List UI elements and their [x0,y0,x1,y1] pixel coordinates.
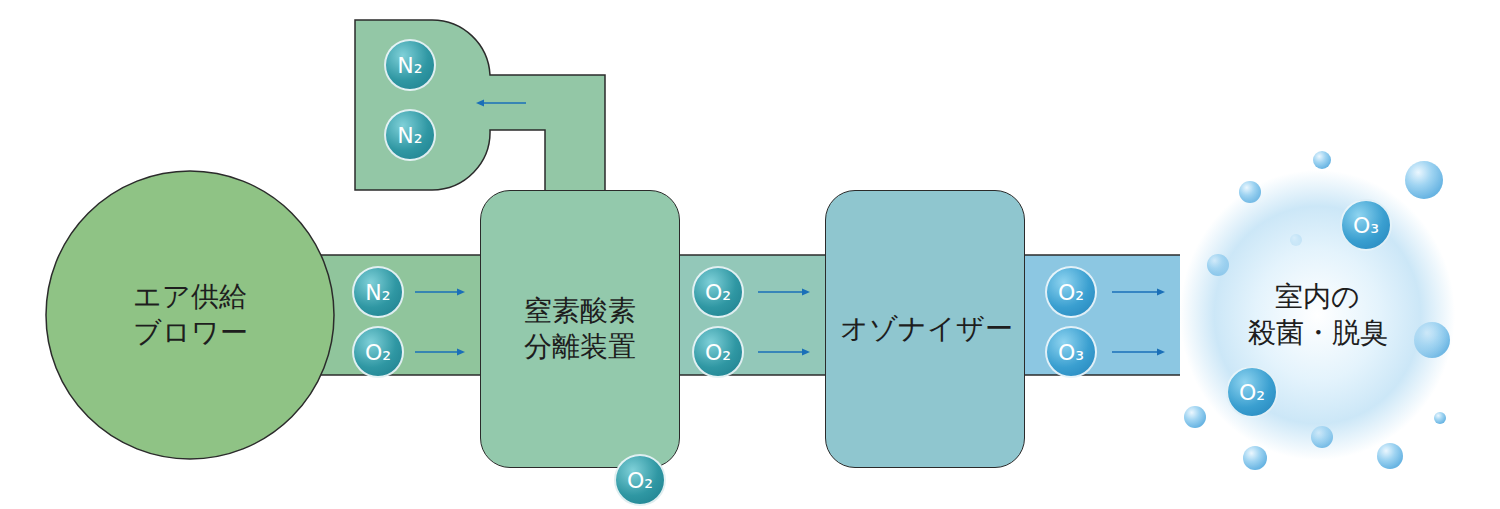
node-label: 室内の 殺菌・脱臭 [1233,279,1403,352]
molecule-bubble: O₃ [1340,199,1392,251]
molecule-bubble: O₂ [1045,266,1097,318]
node-label: オゾナイザー [840,311,1010,347]
molecule-bubble: O₂ [692,266,744,318]
molecule-formula: O₃ [1353,213,1379,238]
flow-arrow [476,100,526,107]
molecule-formula: O₂ [705,340,731,365]
blower-circle: エア供給 ブロワー [45,170,335,460]
molecule-bubble: O₃ [1045,326,1097,378]
text-group: エア供給 ブロワー [120,279,260,352]
molecule-formula: O₂ [1058,280,1084,305]
molecule-formula: N₂ [365,280,390,305]
molecule-bubble: N₂ [384,39,436,91]
molecule-formula: O₂ [1239,380,1265,405]
molecule-formula: O₃ [1058,340,1084,365]
text-group: オゾナイザー [840,311,1010,347]
molecule-formula: O₂ [365,340,391,365]
text-group: 窒素酸素 分離装置 [495,293,665,366]
molecule-formula: N₂ [397,53,422,78]
text-group: 室内の 殺菌・脱臭 [1233,279,1403,352]
molecule-bubble: N₂ [352,266,404,318]
node-label: エア供給 ブロワー [120,279,260,352]
molecule-bubble: O₂ [614,454,666,506]
ozonizer-box: オゾナイザー [825,190,1025,468]
circle-outline [45,170,335,460]
nitrogen-outlet-chamber [355,20,605,192]
molecule-formula: O₂ [627,468,653,493]
molecule-formula: N₂ [397,123,422,148]
node-label: 窒素酸素 分離装置 [495,293,665,366]
molecule-bubble: N₂ [384,109,436,161]
molecule-bubble: O₂ [692,326,744,378]
molecule-bubble: O₂ [1226,366,1278,418]
molecule-formula: O₂ [705,280,731,305]
molecule-bubble: O₂ [352,326,404,378]
room-glow: 室内の 殺菌・脱臭 [1180,170,1455,460]
separator-box: 窒素酸素 分離装置 [480,190,680,468]
